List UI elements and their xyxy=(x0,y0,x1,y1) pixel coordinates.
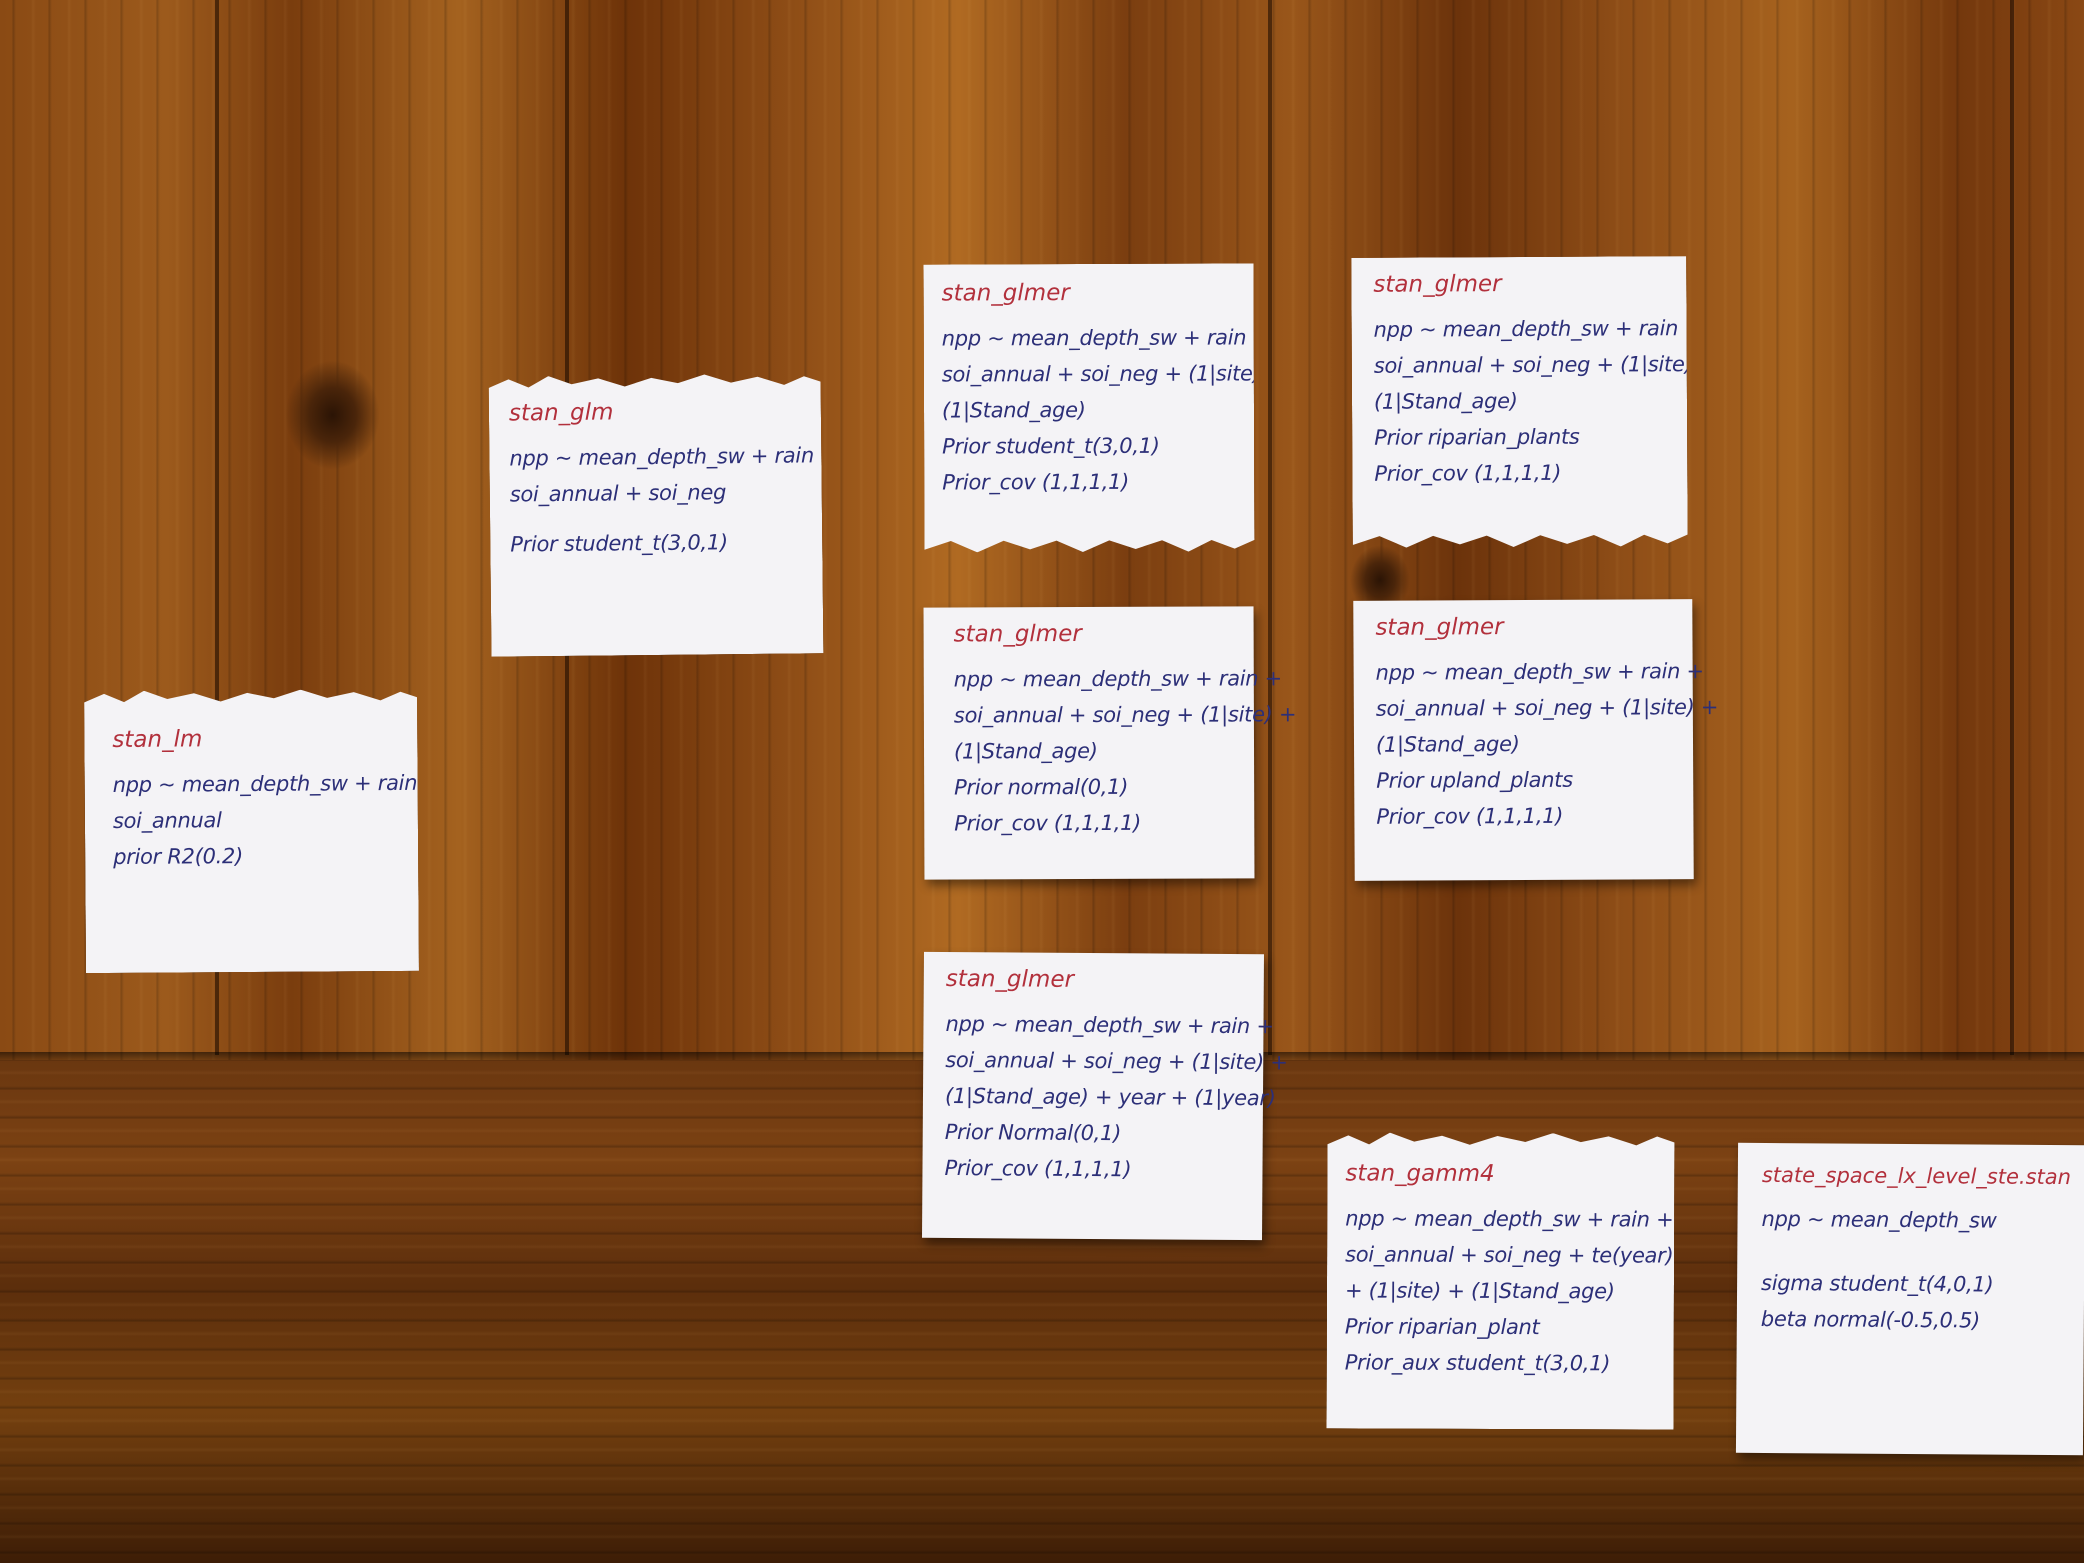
card-prior-line: prior R2(0.2) xyxy=(113,844,244,869)
plank-seam xyxy=(2010,0,2014,1055)
card-formula-line: soi_annual + soi_neg + (1|site) + xyxy=(953,702,1297,728)
card-formula-line: soi_annual + soi_neg + (1|site) + xyxy=(945,1047,1288,1075)
card-formula-line: (1|Stand_age) + year + (1|year) xyxy=(944,1083,1276,1111)
note-card-state-space: state_space_lx_level_ste.stan npp ~ mean… xyxy=(1735,1142,2084,1456)
note-card-stan-glmer-3: stan_glmer npp ~ mean_depth_sw + rain + … xyxy=(923,606,1297,880)
note-card-stan-glmer-4: stan_glmer npp ~ mean_depth_sw + rain + … xyxy=(1353,599,1719,881)
card-formula-line: soi_annual + soi_neg + (1|site) + xyxy=(1375,694,1719,721)
card-prior-line: Prior_aux student_t(3,0,1) xyxy=(1344,1350,1611,1376)
card-formula-line: npp ~ mean_depth_sw + rain + xyxy=(112,770,441,797)
card-prior-line: sigma student_t(4,0,1) xyxy=(1761,1270,1994,1297)
card-prior-line: Prior_cov (1,1,1,1) xyxy=(1374,460,1562,486)
card-formula-line: npp ~ mean_depth_sw + rain + xyxy=(509,443,838,471)
card-prior-line: beta normal(-0.5,0.5) xyxy=(1760,1306,1981,1333)
card-formula-line: npp ~ mean_depth_sw + rain + xyxy=(953,666,1283,692)
card-formula-line: npp ~ mean_depth_sw + rain + xyxy=(941,325,1270,351)
card-formula-line: soi_annual + soi_neg + te(year) xyxy=(1345,1242,1674,1268)
note-card-stan-lm: stan_lm npp ~ mean_depth_sw + rain + soi… xyxy=(84,689,419,973)
note-card-stan-glmer-2: stan_glmer npp ~ mean_depth_sw + rain + … xyxy=(1351,256,1688,548)
card-prior-line: Prior_cov (1,1,1,1) xyxy=(944,1155,1132,1182)
card-title: state_space_lx_level_ste.stan xyxy=(1761,1162,2072,1190)
card-title: stan_glmer xyxy=(945,965,1075,993)
card-formula-line: (1|Stand_age) xyxy=(1375,732,1520,757)
card-prior-line: Prior_cov (1,1,1,1) xyxy=(942,469,1130,495)
card-formula-line: npp ~ mean_depth_sw + rain + xyxy=(1375,659,1704,685)
note-card-stan-glm: stan_glm npp ~ mean_depth_sw + rain + so… xyxy=(489,373,824,656)
card-formula-line: npp ~ mean_depth_sw + rain + xyxy=(1373,316,1702,342)
card-title: stan_glm xyxy=(508,399,614,427)
note-card-stan-glmer-5: stan_glmer npp ~ mean_depth_sw + rain + … xyxy=(922,951,1288,1241)
card-formula-line: (1|Stand_age) xyxy=(953,738,1098,764)
card-title: stan_glmer xyxy=(941,280,1070,307)
card-prior-line: Prior student_t(3,0,1) xyxy=(510,530,728,557)
plank-seam xyxy=(215,0,219,1055)
card-prior-line: Prior riparian_plants xyxy=(1374,424,1580,450)
card-prior-line: Prior normal(0,1) xyxy=(954,774,1129,800)
card-prior-line: Prior riparian_plant xyxy=(1344,1314,1540,1340)
note-card-stan-glmer-1: stan_glmer npp ~ mean_depth_sw + rain + … xyxy=(923,263,1254,552)
card-formula-line: soi_annual + soi_neg + (1|site) + xyxy=(1373,351,1717,378)
plank-seam xyxy=(1268,0,1272,1055)
card-prior-line: Prior_cov (1,1,1,1) xyxy=(1376,803,1564,829)
note-card-stan-gamm4: stan_gamm4 npp ~ mean_depth_sw + rain + … xyxy=(1326,1132,1674,1429)
card-formula-line: soi_annual + soi_neg + (1|site) + xyxy=(941,361,1285,387)
card-prior-line: Prior Normal(0,1) xyxy=(944,1119,1122,1146)
card-formula-line: (1|Stand_age) xyxy=(941,398,1086,423)
card-formula-line: (1|Stand_age) xyxy=(1373,389,1518,414)
card-formula-line: + (1|site) + (1|Stand_age) xyxy=(1344,1278,1615,1304)
card-title: stan_glmer xyxy=(1373,271,1502,298)
card-title: stan_lm xyxy=(112,726,203,753)
card-formula-line: npp ~ mean_depth_sw + rain + xyxy=(945,1011,1274,1039)
card-title: stan_glmer xyxy=(953,621,1082,648)
card-prior-line: Prior_cov (1,1,1,1) xyxy=(954,810,1142,836)
card-prior-line: Prior upland_plants xyxy=(1376,767,1573,793)
wood-knot xyxy=(285,360,380,470)
card-formula-line: soi_annual + soi_neg xyxy=(509,480,727,507)
card-title: stan_glmer xyxy=(1375,614,1504,641)
card-formula-line: npp ~ mean_depth_sw + rain + xyxy=(1345,1206,1674,1232)
card-prior-line: Prior student_t(3,0,1) xyxy=(942,433,1160,459)
card-formula-line: soi_annual xyxy=(112,808,222,833)
card-title: stan_gamm4 xyxy=(1345,1160,1495,1187)
card-formula-line: npp ~ mean_depth_sw xyxy=(1761,1206,1997,1233)
